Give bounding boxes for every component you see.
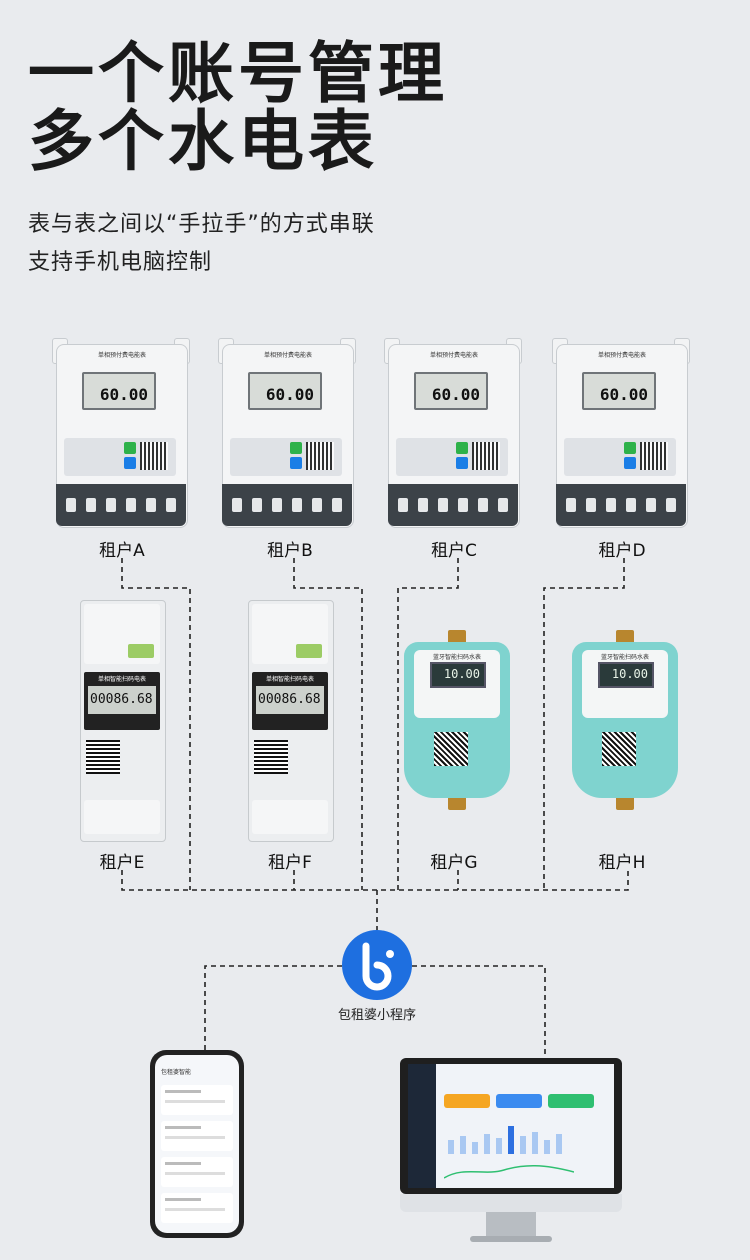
phone-app-title: 包租婆智能 bbox=[161, 1069, 192, 1076]
water-reading: 10.00 bbox=[611, 667, 648, 681]
wechat-icon bbox=[290, 442, 302, 454]
monitor-screen bbox=[408, 1064, 614, 1188]
din-title: 单相智能扫码电表 bbox=[265, 676, 314, 683]
subtitle-line2: 支持手机电脑控制 bbox=[28, 250, 213, 275]
tenant-label-f: 租户F bbox=[268, 853, 312, 873]
din-reading: 00086.68 bbox=[90, 692, 153, 707]
qr-code bbox=[306, 442, 334, 470]
subtitle: 表与表之间以“手拉手”的方式串联 支持手机电脑控制 bbox=[28, 206, 375, 282]
hub-label: 包租婆小程序 bbox=[337, 1008, 416, 1023]
din-meter-f: 单相智能扫码电表 00086.68 bbox=[248, 600, 334, 842]
meter-title: 单相预付费电能表 bbox=[97, 352, 146, 359]
meter-display: 60.00 bbox=[414, 372, 488, 410]
qr-code bbox=[602, 732, 636, 766]
meter-reading: 60.00 bbox=[265, 385, 314, 404]
water-meter-g: 蓝牙智能扫码水表 10.00 bbox=[402, 630, 512, 810]
meter-title: 单相预付费电能表 bbox=[597, 352, 646, 359]
alipay-icon bbox=[624, 457, 636, 469]
monitor-chin bbox=[400, 1194, 622, 1212]
meter-display: 60.00 bbox=[582, 372, 656, 410]
headline-line2: 多个水电表 bbox=[28, 103, 378, 180]
meter-display: 60.00 bbox=[248, 372, 322, 410]
tenant-label-g: 租户G bbox=[430, 853, 478, 873]
meter-title: 单相预付费电能表 bbox=[263, 352, 312, 359]
qr-code bbox=[254, 740, 288, 774]
subtitle-line1: 表与表之间以“手拉手”的方式串联 bbox=[28, 212, 375, 237]
tenant-label-b: 租户B bbox=[267, 541, 313, 561]
alipay-icon bbox=[290, 457, 302, 469]
qr-code bbox=[86, 740, 120, 774]
meter-reading: 60.00 bbox=[431, 385, 480, 404]
meter-reading: 60.00 bbox=[99, 385, 148, 404]
wechat-icon bbox=[456, 442, 468, 454]
water-reading: 10.00 bbox=[443, 667, 480, 681]
water-title: 蓝牙智能扫码水表 bbox=[600, 654, 649, 661]
electric-meter-d: 单相预付费电能表 60.00 bbox=[552, 338, 690, 528]
din-meter-e: 单相智能扫码电表 00086.68 bbox=[80, 600, 166, 842]
qr-code bbox=[140, 442, 168, 470]
electric-meter-b: 单相预付费电能表 60.00 bbox=[218, 338, 356, 528]
water-title: 蓝牙智能扫码水表 bbox=[432, 654, 481, 661]
electric-meter-c: 单相预付费电能表 60.00 bbox=[384, 338, 522, 528]
wechat-icon bbox=[624, 442, 636, 454]
desktop-monitor bbox=[400, 1058, 622, 1194]
meter-reading: 60.00 bbox=[599, 385, 648, 404]
electric-meter-a: 单相预付费电能表 60.00 bbox=[52, 338, 190, 528]
headline-line1: 一个账号管理 bbox=[28, 35, 448, 112]
headline: 一个账号管理 多个水电表 bbox=[28, 40, 448, 176]
tenant-label-e: 租户E bbox=[99, 853, 145, 873]
din-title: 单相智能扫码电表 bbox=[97, 676, 146, 683]
monitor-stand bbox=[486, 1212, 536, 1238]
monitor-base bbox=[470, 1236, 552, 1242]
tenant-label-c: 租户C bbox=[431, 541, 477, 561]
meter-display: 60.00 bbox=[82, 372, 156, 410]
tenant-label-a: 租户A bbox=[99, 541, 145, 561]
qr-code bbox=[472, 442, 500, 470]
alipay-icon bbox=[456, 457, 468, 469]
b-logo-icon[interactable] bbox=[342, 930, 412, 1000]
alipay-icon bbox=[124, 457, 136, 469]
din-reading: 00086.68 bbox=[258, 692, 321, 707]
phone-screen: 包租婆智能 bbox=[155, 1055, 239, 1233]
tenant-label-d: 租户D bbox=[598, 541, 646, 561]
tenant-label-h: 租户H bbox=[598, 853, 646, 873]
wechat-icon bbox=[124, 442, 136, 454]
qr-code bbox=[640, 442, 668, 470]
smartphone: 包租婆智能 bbox=[150, 1050, 244, 1238]
meter-title: 单相预付费电能表 bbox=[429, 352, 478, 359]
qr-code bbox=[434, 732, 468, 766]
water-meter-h: 蓝牙智能扫码水表 10.00 bbox=[570, 630, 680, 810]
